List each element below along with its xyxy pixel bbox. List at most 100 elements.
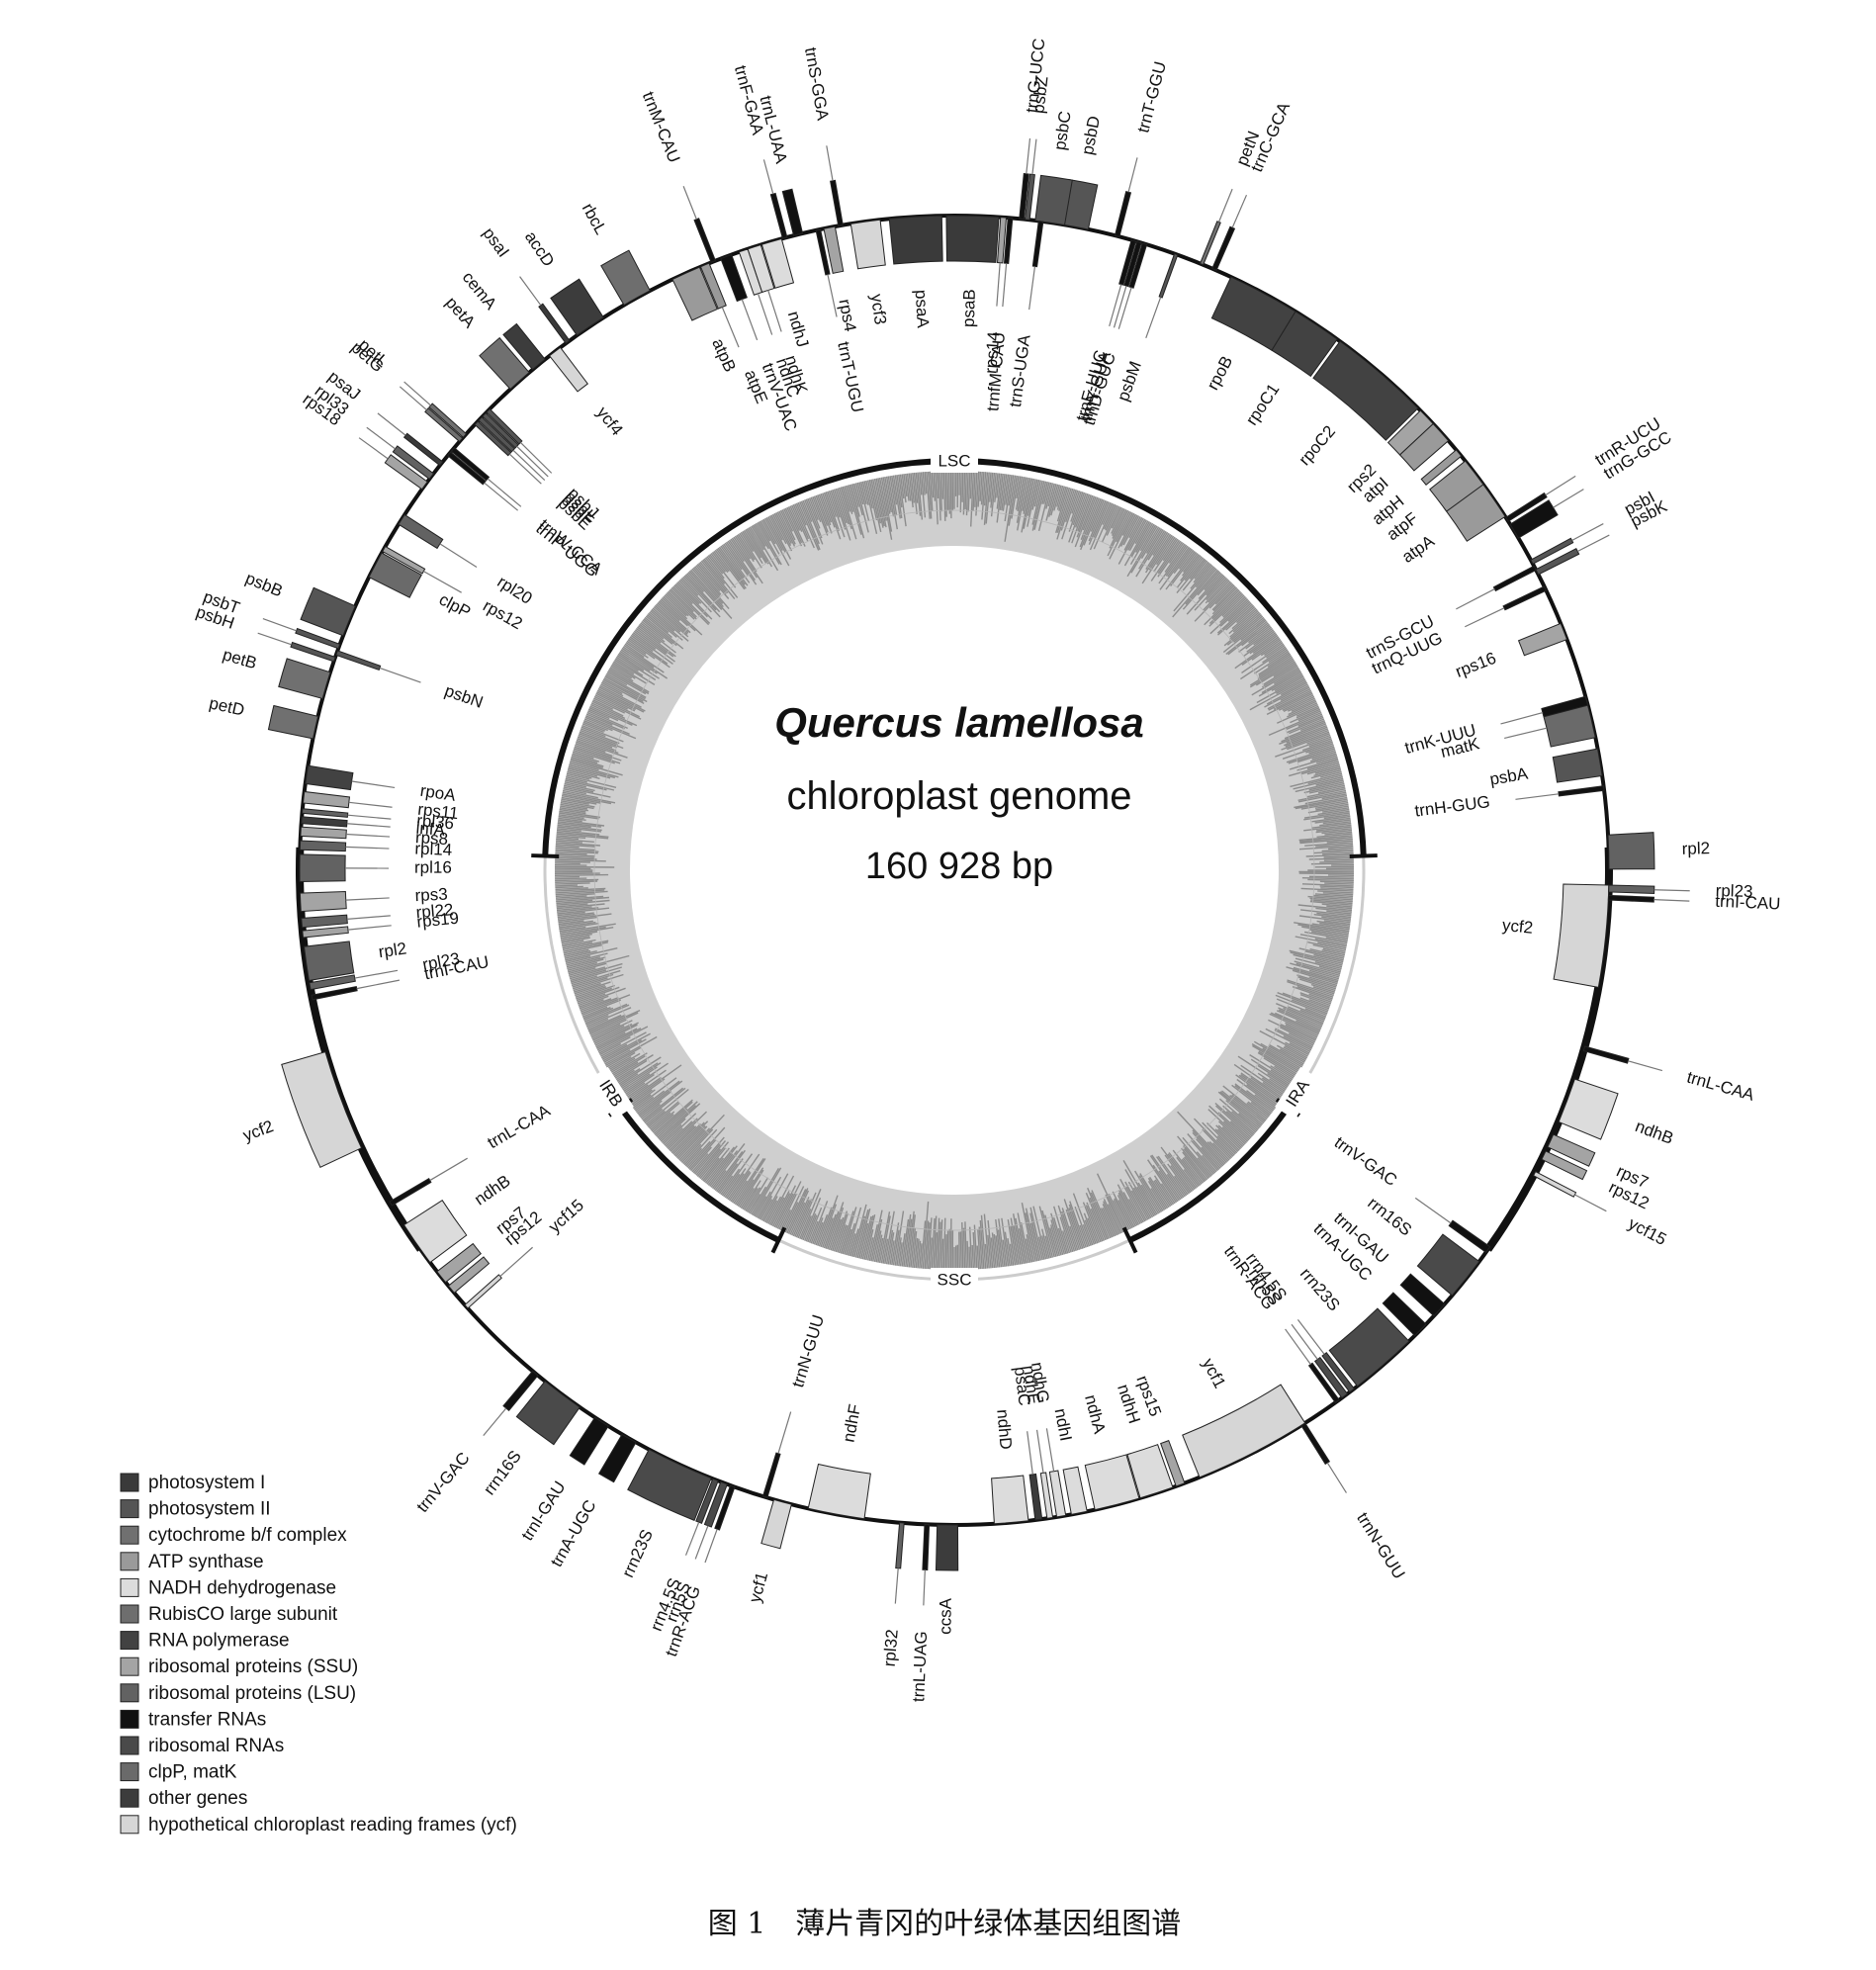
gene-label: psaA (912, 289, 933, 328)
gene-block (1607, 894, 1654, 903)
gene-label: ycf15 (1625, 1213, 1669, 1249)
gene-leader-line (358, 437, 389, 460)
region-label: SSC (938, 1270, 972, 1289)
gene-block (738, 248, 763, 296)
gene-label: rrn16S (1364, 1194, 1415, 1240)
gene-label: ycf2 (240, 1117, 276, 1145)
gene-block (569, 1416, 609, 1466)
legend-swatch (120, 1631, 139, 1651)
gene-leader-line (1028, 266, 1036, 311)
gene-block (760, 237, 795, 289)
gene-block (1492, 565, 1537, 592)
gene-block (309, 974, 356, 991)
legend-swatch (120, 1499, 139, 1519)
gene-block (447, 451, 487, 486)
gene-label: ndhJ (784, 309, 813, 349)
gene-leader-line (348, 801, 393, 808)
gene-block (720, 253, 748, 303)
gene-leader-line (351, 780, 396, 789)
gene-block (760, 1498, 792, 1550)
gene-leader-line (484, 482, 519, 511)
gene-block (1416, 1233, 1480, 1297)
gene-label: ndhB (471, 1171, 513, 1209)
gene-label: rps16 (1453, 649, 1499, 681)
gene-block (1541, 695, 1589, 718)
gene-label: rps14 (981, 331, 1003, 375)
gene-block (1003, 217, 1014, 264)
gene-label: psaI (479, 224, 512, 260)
gene-block (1429, 460, 1484, 512)
gene-block (389, 1178, 432, 1207)
region-label-group: LSC (931, 449, 978, 473)
gene-block (464, 1274, 502, 1309)
gene-label: petD (208, 693, 246, 719)
gene-block (695, 1478, 719, 1524)
gc-content-ring (554, 470, 1355, 1271)
gene-block (1398, 422, 1450, 472)
gene-block (311, 985, 358, 1001)
gene-leader-line (346, 915, 391, 921)
gene-label: rpoC2 (1295, 422, 1340, 470)
gene-leader-line (487, 478, 522, 507)
gene-leader-line (1545, 475, 1576, 496)
gene-label: ndhI (1051, 1407, 1076, 1443)
legend-label: other genes (148, 1788, 247, 1809)
gene-label: ndhF (840, 1402, 865, 1444)
inner-disc (632, 548, 1277, 1193)
gene-leader-line (1002, 263, 1008, 308)
legend-label: photosystem II (148, 1499, 271, 1520)
gene-block (1123, 240, 1142, 288)
gene-label: trnN-GUU (788, 1312, 828, 1389)
gene-block (295, 627, 341, 650)
gene-label: rrn23S (618, 1527, 657, 1580)
gene-label: rpl32 (880, 1629, 902, 1667)
gene-leader-line (767, 290, 782, 332)
gene-label: rps3 (414, 885, 448, 906)
gene-leader-line (1456, 588, 1495, 610)
gene-block (402, 1199, 468, 1264)
gene-block (384, 454, 428, 491)
gene-label: trnL-UAG (909, 1631, 931, 1703)
region-boundary-tick (1349, 853, 1378, 859)
gene-block (1158, 252, 1179, 299)
gene-leader-line (1231, 194, 1248, 228)
legend-label: NADH dehydrogenase (148, 1577, 336, 1598)
gene-block (888, 215, 943, 265)
gene-block (302, 926, 349, 939)
species-title: Quercus lamellosa (774, 699, 1144, 747)
gene-block (1084, 1454, 1140, 1511)
gene-leader-line (1109, 284, 1122, 327)
legend-swatch (120, 1577, 139, 1597)
gene-leader-line (1217, 188, 1233, 223)
gene-leader-line (682, 186, 697, 220)
gene-block (450, 447, 491, 482)
legend-label: ribosomal proteins (SSU) (148, 1657, 358, 1677)
legend-label: RNA polymerase (148, 1631, 290, 1652)
genome-subtitle: chloroplast genome (786, 774, 1131, 818)
gene-label: ycf1 (746, 1569, 772, 1604)
gene-leader-line (1026, 137, 1031, 174)
gene-block (1502, 585, 1548, 611)
gene-block (693, 218, 717, 263)
gene-leader-line (1291, 1323, 1318, 1360)
gene-label: psbD (1078, 115, 1104, 157)
gene-block (300, 586, 356, 637)
gene-label: trnL-CAA (1685, 1068, 1757, 1105)
gene-block (538, 303, 571, 344)
gene-leader-line (777, 1411, 792, 1454)
gene-leader-line (508, 453, 542, 485)
figure-caption: 图 1 薄片青冈的叶绿体基因组图谱 (708, 1907, 1182, 1941)
gene-label: rps4 (835, 298, 859, 333)
gene-block (597, 1433, 637, 1483)
gene-block (996, 217, 1008, 264)
gene-block (1028, 1473, 1043, 1521)
gene-label: psbN (442, 681, 486, 712)
gene-label: trnN-GUU (1353, 1509, 1408, 1582)
gene-block (1128, 242, 1148, 289)
region-label-bg (931, 1268, 978, 1292)
gene-leader-line (346, 823, 391, 828)
gene-label: rps8 (414, 828, 448, 849)
gene-block (300, 826, 347, 840)
gene-block (479, 336, 530, 391)
gene-block (1399, 1273, 1446, 1317)
